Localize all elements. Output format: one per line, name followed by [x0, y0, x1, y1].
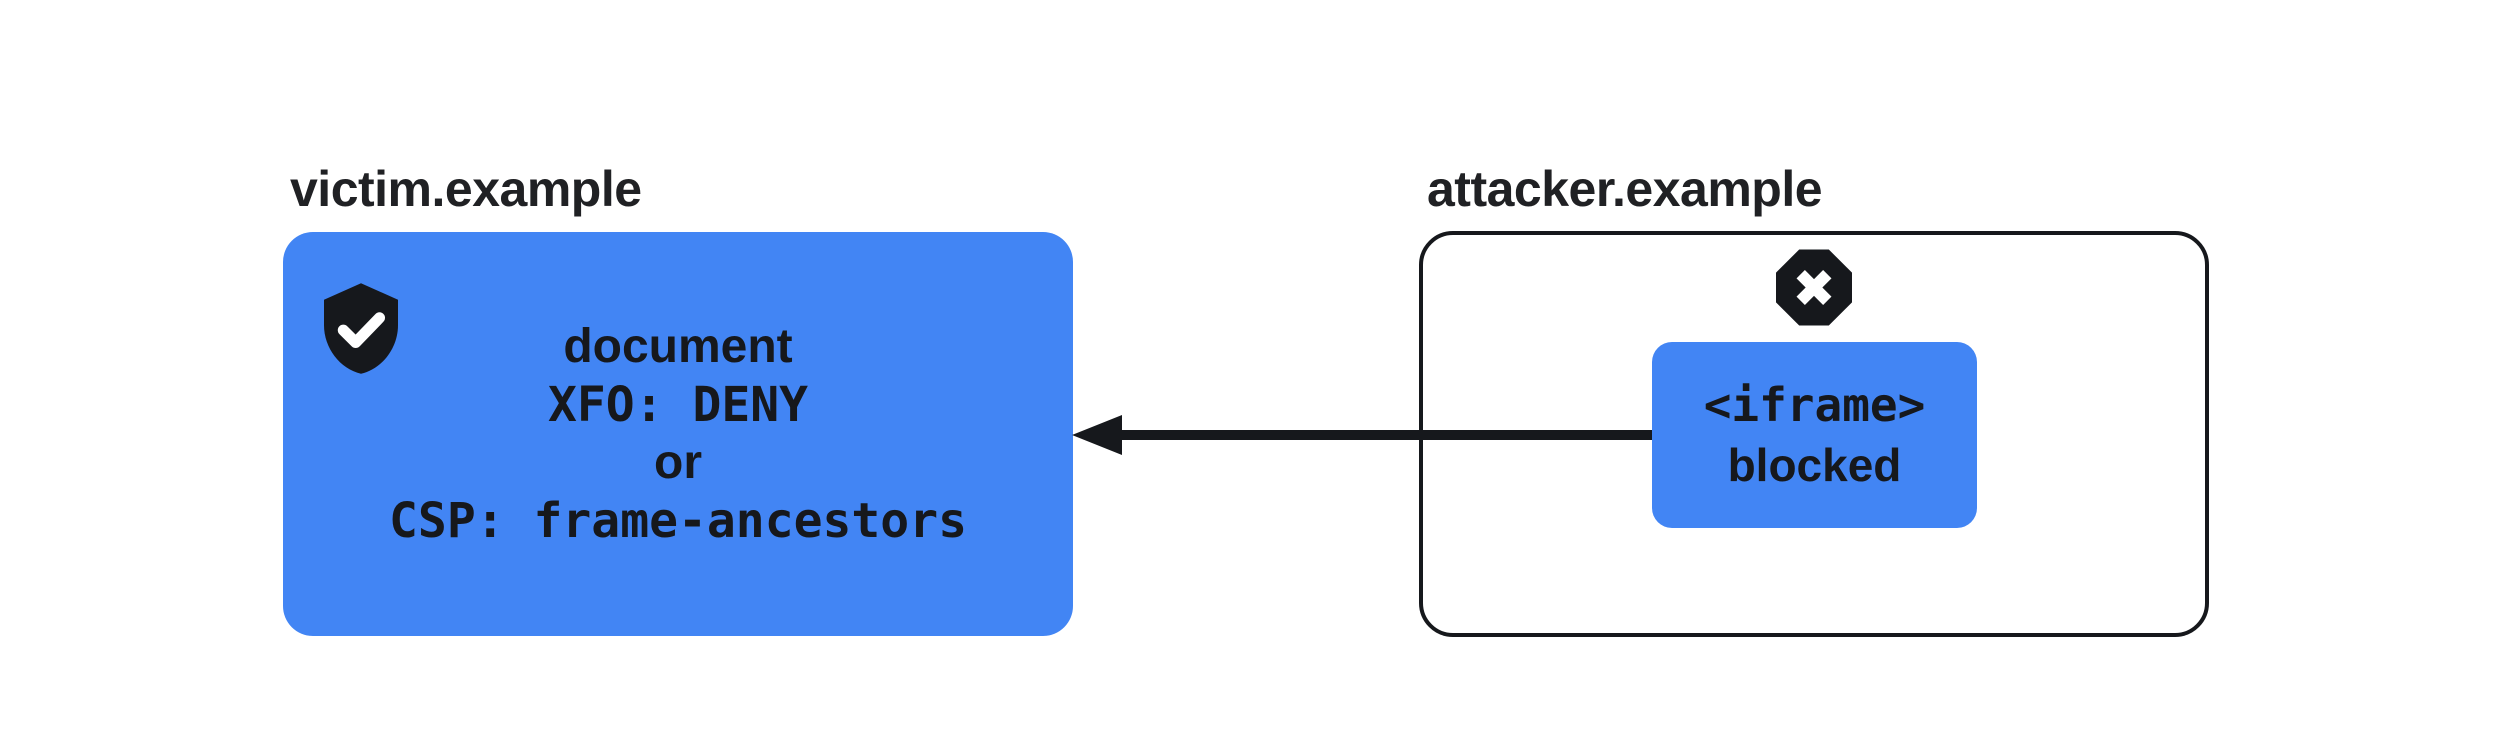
blocked-iframe-box: <iframe> blocked	[1652, 342, 1977, 528]
victim-line-xfo-deny: XFO: DENY	[547, 377, 809, 433]
victim-line-or: or	[654, 436, 702, 489]
octagon-x-icon	[1776, 249, 1852, 326]
iframe-tag-label: <iframe>	[1703, 378, 1926, 432]
blocked-request-arrow-icon	[1072, 415, 1664, 455]
attacker-domain-label: attacker.example	[1427, 161, 1823, 217]
shield-check-icon	[324, 283, 398, 374]
victim-domain-label: victim.example	[290, 161, 642, 217]
victim-document-box: document XFO: DENY or CSP: frame-ancesto…	[283, 232, 1073, 636]
victim-line-document: document	[563, 320, 793, 373]
victim-line-csp-frame-ancestors: CSP: frame-ancestors	[389, 493, 967, 549]
iframe-blocked-label: blocked	[1727, 439, 1902, 491]
